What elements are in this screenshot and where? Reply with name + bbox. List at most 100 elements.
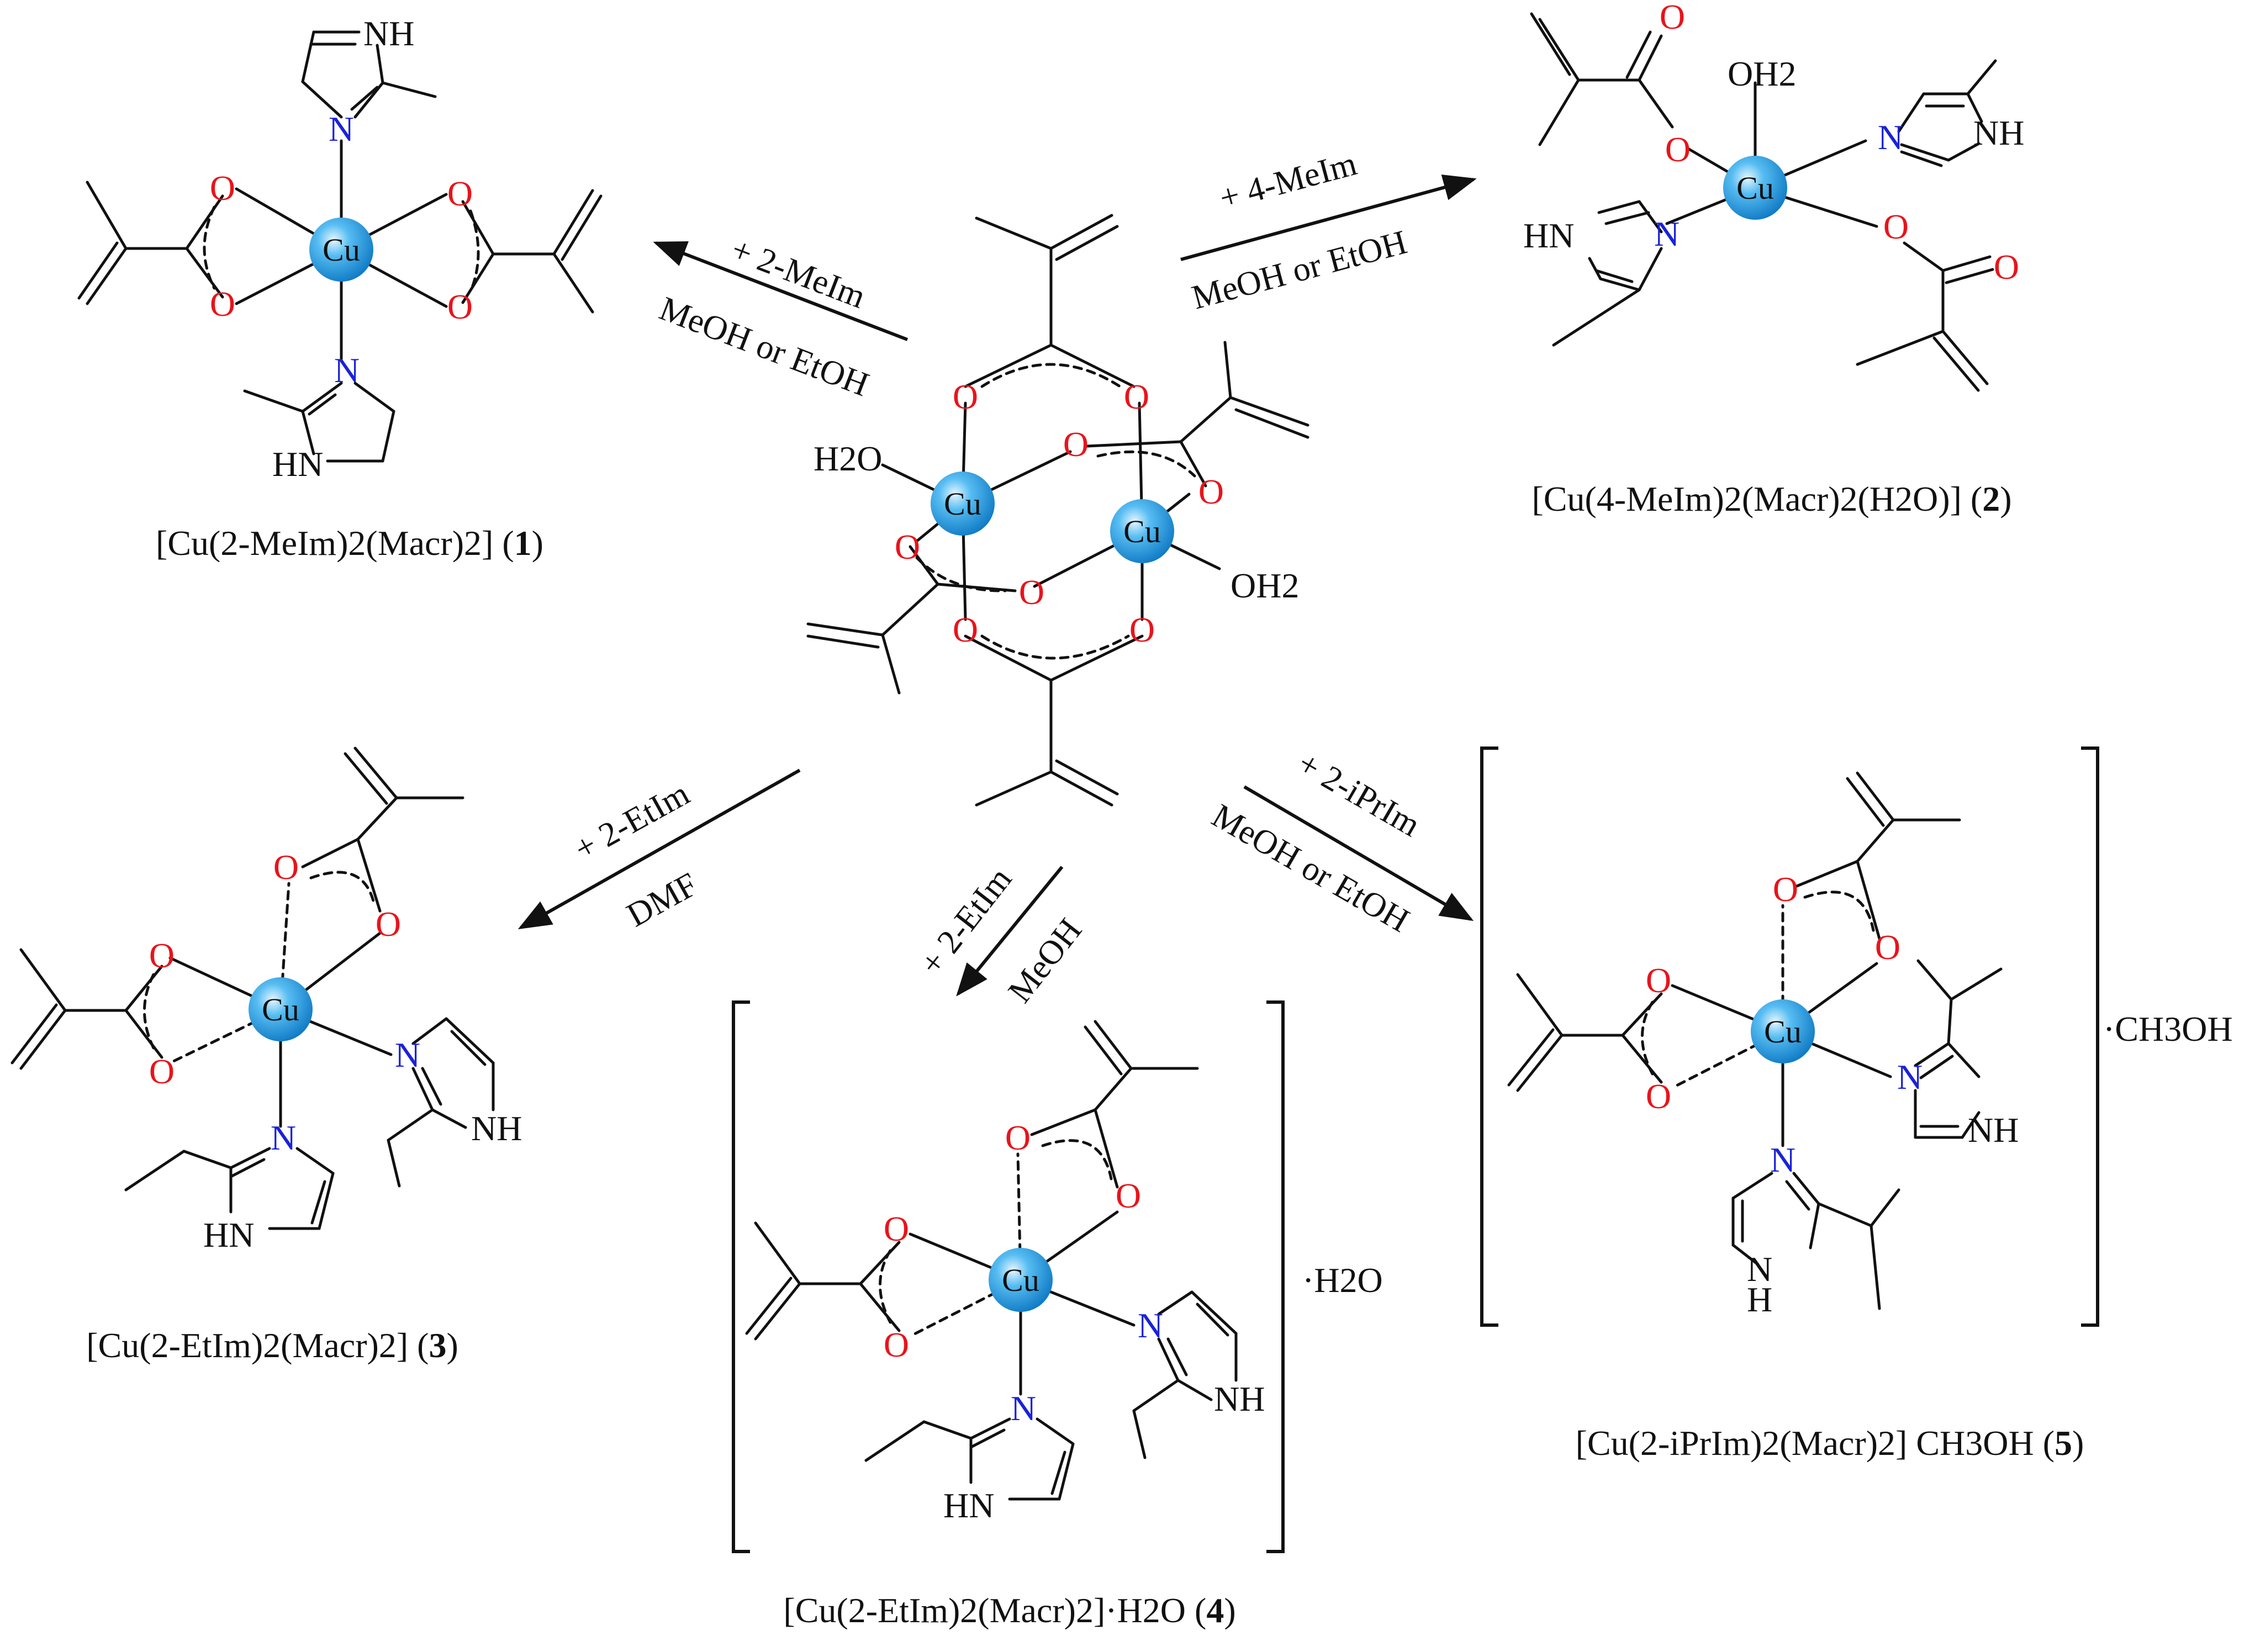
svg-text:[Cu(2-EtIm)2(Macr)2]·H2O: [Cu(2-EtIm)2(Macr)2]·H2O (4) (783, 1591, 1235, 1630)
solvent-label: MeOH or EtOH (1188, 223, 1411, 316)
water-ligand-label: OH2 (1728, 54, 1796, 93)
compound-number: 3 (429, 1326, 446, 1365)
oxygen-label: O (1116, 1176, 1141, 1215)
reaction-arrow-1: + 2-MeIm MeOH or EtOH (653, 231, 909, 404)
water-ligand-label: H2O (814, 439, 882, 478)
nitrogen-label: N (1654, 214, 1680, 253)
reaction-arrow-5: + 2-iPrIm MeOH or EtOH (1206, 744, 1474, 940)
compound-number: 5 (2055, 1423, 2072, 1463)
copper-atom-sphere (1723, 156, 1787, 220)
reagent-label: + 2-MeIm (726, 231, 870, 316)
solvate-methanol-label: ·CH3OH (2103, 1009, 2233, 1049)
h-label: H (1747, 1280, 1772, 1319)
compound-number-close: ) (2000, 479, 2011, 518)
left-bracket (1480, 746, 1498, 1327)
compound-number-open: ( (417, 1326, 429, 1365)
caption-complex-2: [Cu(4-MeIm)2(Macr)2(H2O)] (2) (1532, 479, 2012, 518)
nh-label: NH (471, 1109, 522, 1148)
solvate-water-label: ·H2O (1302, 1261, 1383, 1300)
svg-text:[Cu(4-MeIm)2(Macr)2(H2O)]: [Cu(4-MeIm)2(Macr)2(H2O)] (2) (1532, 479, 2012, 518)
svg-text:[Cu(2-EtIm)2(Macr)2] (3: [Cu(2-EtIm)2(Macr)2] (3) (86, 1326, 458, 1365)
copper-atom-sphere (989, 1248, 1053, 1312)
water-ligand-label: OH2 (1231, 566, 1299, 605)
starting-complex-copper-dimer: Cu Cu O O O O O O O O H2O OH2 (806, 214, 1309, 807)
complex-4-structure: Cu O O O O N N NH HN ·H2O (732, 1000, 1383, 1553)
nitrogen-label: N (1878, 118, 1903, 157)
copper-label: Cu (1123, 513, 1161, 549)
compound-formula: [Cu(2-MeIm)2(Macr)2] (156, 523, 493, 563)
compound-number-open: ( (2043, 1423, 2055, 1463)
nh-label: N (1747, 1249, 1772, 1289)
oxygen-label: O (1646, 961, 1671, 1000)
reagent-label: + 2-iPrIm (1291, 744, 1427, 844)
complex-4-bonds (745, 1020, 1238, 1501)
oxygen-label: O (447, 174, 473, 213)
nitrogen-label: N (1770, 1140, 1795, 1179)
reaction-arrow-4: + 2-EtIm MeOH (912, 861, 1089, 1010)
oxygen-label: O (1883, 207, 1909, 246)
hn-label: HN (272, 444, 323, 484)
oxygen-label: O (149, 936, 175, 975)
copper-label: Cu (262, 992, 299, 1028)
oxygen-label: O (953, 377, 978, 416)
oxygen-label: O (1019, 573, 1044, 612)
oxygen-label: O (1773, 870, 1798, 909)
oxygen-label: O (884, 1325, 909, 1364)
nitrogen-label: N (1011, 1389, 1036, 1428)
nh-label: NH (1968, 1110, 2019, 1150)
caption-complex-5: [Cu(2-iPrIm)2(Macr)2] CH3OH (5) (1576, 1423, 2084, 1463)
nitrogen-label: N (334, 351, 360, 390)
oxygen-label: O (1875, 928, 1900, 967)
copper-atom-sphere (309, 218, 373, 282)
reagent-label: + 2-EtIm (568, 775, 696, 868)
complex-1-structure: Cu O O O O N N NH HN (77, 14, 603, 484)
compound-number: 2 (1982, 479, 2000, 518)
compound-number-close: ) (1224, 1591, 1235, 1630)
oxygen-label: O (1994, 247, 2019, 287)
caption-complex-3: [Cu(2-EtIm)2(Macr)2] (3) (86, 1326, 458, 1365)
copper-label: Cu (944, 486, 981, 522)
copper-atom-sphere (1751, 999, 1815, 1063)
nitrogen-label: N (1138, 1306, 1163, 1345)
oxygen-label: O (1129, 610, 1155, 649)
compound-formula: [Cu(2-EtIm)2(Macr)2]·H2O (783, 1591, 1186, 1630)
nitrogen-label: N (271, 1118, 296, 1157)
oxygen-label: O (895, 527, 920, 566)
compound-number-open: ( (502, 523, 514, 563)
complex-5-structure: Cu O O O O N N NH N H ·CH3OH (1480, 746, 2233, 1327)
copper-atom-sphere (1110, 499, 1174, 563)
nh-label: NH (363, 14, 414, 53)
solvent-label: DMF (621, 866, 704, 935)
copper-label: Cu (323, 232, 360, 268)
complex-3-structure: Cu O O O O N N NH HN (10, 746, 522, 1254)
oxygen-label: O (1005, 1118, 1031, 1157)
compound-number-close: ) (532, 523, 543, 563)
hn-label: HN (203, 1215, 254, 1254)
oxygen-label: O (1665, 130, 1691, 169)
svg-text:[Cu(2-MeIm)2(Macr)2] (1: [Cu(2-MeIm)2(Macr)2] (1) (156, 523, 543, 563)
nh-label: NH (1214, 1379, 1265, 1418)
oxygen-label: O (884, 1209, 909, 1248)
hn-label: HN (943, 1486, 994, 1525)
complex-2-bonds (1530, 12, 1997, 392)
complex-1-bonds (77, 30, 603, 463)
nh-label: NH (1973, 113, 2024, 152)
compound-number-open: ( (1971, 479, 1982, 518)
right-bracket (2081, 746, 2099, 1327)
caption-complex-4: [Cu(2-EtIm)2(Macr)2]·H2O (4) (783, 1591, 1235, 1630)
copper-atom-sphere (249, 977, 313, 1041)
nitrogen-label: N (395, 1035, 420, 1074)
reaction-arrow-2: + 4-MeIm MeOH or EtOH (1180, 145, 1477, 317)
compound-formula: [Cu(2-iPrIm)2(Macr)2] CH3OH (1576, 1423, 2034, 1463)
copper-label: Cu (1736, 170, 1774, 206)
oxygen-label: O (1063, 425, 1089, 464)
hn-label: HN (1523, 216, 1574, 255)
reagent-label: + 2-EtIm (912, 861, 1019, 982)
oxygen-label: O (1124, 377, 1149, 416)
oxygen-label: O (149, 1052, 175, 1091)
oxygen-label: O (210, 168, 235, 208)
reaction-arrow-3: + 2-EtIm DMF (517, 769, 801, 935)
oxygen-label: O (210, 284, 235, 324)
compound-number-close: ) (2072, 1423, 2084, 1463)
nitrogen-label: N (1897, 1057, 1923, 1097)
